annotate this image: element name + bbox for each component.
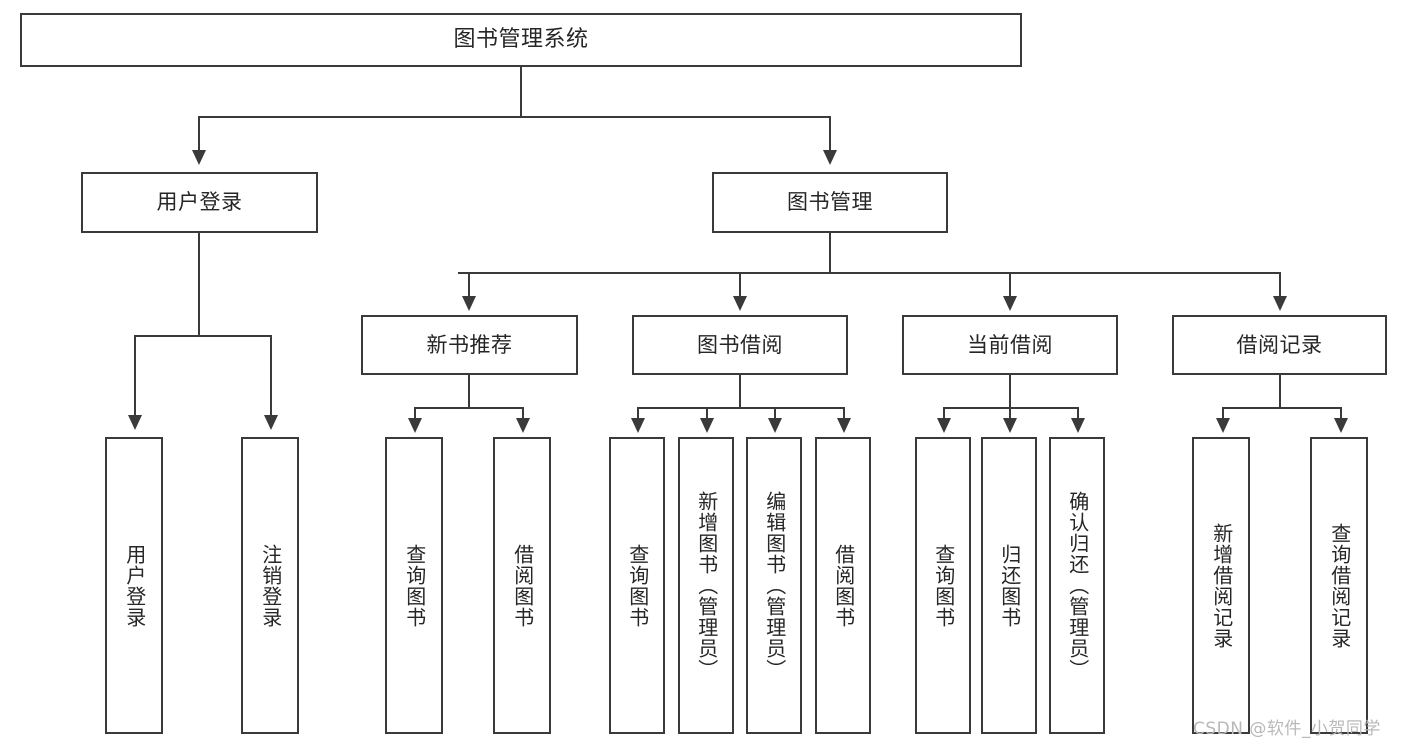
connector-book-borrow-child-1 bbox=[637, 407, 639, 420]
connector-book-borrow-child-3 bbox=[774, 407, 776, 420]
leaf-book-borrow-add[interactable]: 新增图书（管理员） bbox=[678, 437, 734, 734]
arrow-icon-to-book-borrow bbox=[733, 296, 747, 311]
node-borrow-records[interactable]: 借阅记录 bbox=[1172, 315, 1387, 375]
leaf-borrow-records-add[interactable]: 新增借阅记录 bbox=[1192, 437, 1250, 734]
connector-book-borrow-stem bbox=[739, 375, 741, 408]
connector-new-book-bar bbox=[414, 407, 524, 409]
connector-new-book-stem bbox=[468, 375, 470, 408]
connector-user-login-child-1 bbox=[134, 335, 136, 417]
connector-to-user-login bbox=[198, 116, 200, 152]
node-new-book-recommend[interactable]: 新书推荐 bbox=[361, 315, 578, 375]
arrow-icon-book-borrow-child-2 bbox=[700, 418, 714, 433]
connector-borrow-records-child-2 bbox=[1340, 407, 1342, 420]
leaf-user-login-logout[interactable]: 注销登录 bbox=[241, 437, 299, 734]
connector-book-borrow-child-2 bbox=[706, 407, 708, 420]
leaf-current-borrow-query[interactable]: 查询图书 bbox=[915, 437, 971, 734]
connector-current-borrow-child-3 bbox=[1077, 407, 1079, 420]
connector-level2-bar bbox=[198, 116, 830, 118]
arrow-icon-to-user-login bbox=[192, 150, 206, 165]
arrow-icon-book-borrow-child-1 bbox=[631, 418, 645, 433]
arrow-icon-user-login-child-1 bbox=[128, 415, 142, 430]
leaf-current-borrow-confirm-return[interactable]: 确认归还（管理员） bbox=[1049, 437, 1105, 734]
arrow-icon-user-login-child-2 bbox=[264, 415, 278, 430]
connector-current-borrow-child-2 bbox=[1009, 407, 1011, 420]
connector-borrow-records-bar bbox=[1222, 407, 1340, 409]
arrow-icon-current-borrow-child-2 bbox=[1003, 418, 1017, 433]
connector-new-book-child-2 bbox=[522, 407, 524, 420]
connector-current-borrow-child-1 bbox=[943, 407, 945, 420]
connector-to-book-borrow bbox=[739, 272, 741, 298]
leaf-borrow-records-query[interactable]: 查询借阅记录 bbox=[1310, 437, 1368, 734]
connector-new-book-child-1 bbox=[414, 407, 416, 420]
arrow-icon-current-borrow-child-3 bbox=[1071, 418, 1085, 433]
arrow-icon-to-new-book bbox=[462, 296, 476, 311]
leaf-user-login-login[interactable]: 用户登录 bbox=[105, 437, 163, 734]
connector-current-borrow-stem bbox=[1009, 375, 1011, 408]
node-current-borrow[interactable]: 当前借阅 bbox=[902, 315, 1118, 375]
arrow-icon-new-book-child-1 bbox=[408, 418, 422, 433]
arrow-icon-new-book-child-2 bbox=[516, 418, 530, 433]
connector-borrow-records-stem bbox=[1279, 375, 1281, 408]
leaf-current-borrow-return[interactable]: 归还图书 bbox=[981, 437, 1037, 734]
connector-user-login-child-2 bbox=[270, 335, 272, 417]
arrow-icon-borrow-records-child-1 bbox=[1216, 418, 1230, 433]
connector-borrow-records-child-1 bbox=[1222, 407, 1224, 420]
connector-to-new-book bbox=[468, 272, 470, 298]
arrow-icon-current-borrow-child-1 bbox=[937, 418, 951, 433]
node-root-system[interactable]: 图书管理系统 bbox=[20, 13, 1022, 67]
arrow-icon-to-current-borrow bbox=[1003, 296, 1017, 311]
leaf-book-borrow-edit[interactable]: 编辑图书（管理员） bbox=[746, 437, 802, 734]
connector-user-login-bar bbox=[134, 335, 270, 337]
node-book-manage[interactable]: 图书管理 bbox=[712, 172, 948, 233]
leaf-book-borrow-query[interactable]: 查询图书 bbox=[609, 437, 665, 734]
node-user-login[interactable]: 用户登录 bbox=[81, 172, 318, 233]
connector-level3-bar bbox=[458, 272, 1280, 274]
arrow-icon-to-book-manage bbox=[823, 150, 837, 165]
connector-to-borrow-records bbox=[1279, 272, 1281, 298]
connector-to-book-manage bbox=[829, 116, 831, 152]
leaf-new-book-query[interactable]: 查询图书 bbox=[385, 437, 443, 734]
arrow-icon-book-borrow-child-4 bbox=[837, 418, 851, 433]
leaf-new-book-borrow[interactable]: 借阅图书 bbox=[493, 437, 551, 734]
connector-to-current-borrow bbox=[1009, 272, 1011, 298]
leaf-book-borrow-borrow[interactable]: 借阅图书 bbox=[815, 437, 871, 734]
arrow-icon-to-borrow-records bbox=[1273, 296, 1287, 311]
arrow-icon-book-borrow-child-3 bbox=[768, 418, 782, 433]
node-book-borrow[interactable]: 图书借阅 bbox=[632, 315, 848, 375]
arrow-icon-borrow-records-child-2 bbox=[1334, 418, 1348, 433]
connector-book-manage-stem bbox=[829, 233, 831, 274]
connector-root-stem bbox=[520, 67, 522, 116]
connector-user-login-stem bbox=[198, 233, 200, 335]
connector-book-borrow-child-4 bbox=[843, 407, 845, 420]
connector-book-borrow-bar bbox=[637, 407, 845, 409]
